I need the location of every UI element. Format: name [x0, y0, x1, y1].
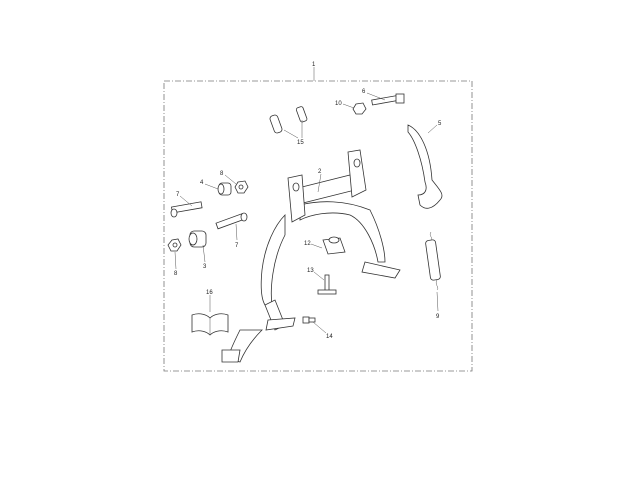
bushing-part	[217, 182, 232, 196]
callout-label-13: 13	[307, 268, 314, 274]
callout-label-2: 2	[318, 169, 322, 175]
pin-part	[269, 106, 308, 134]
spring-part	[425, 231, 441, 291]
callout-label-1: 1	[312, 62, 316, 68]
main-stand-part	[221, 149, 401, 363]
bracket-part	[407, 124, 443, 209]
callout-label-8: 8	[220, 171, 224, 177]
bolt-part	[215, 212, 248, 230]
callout-label-8b: 8	[174, 271, 178, 277]
pivot-pin-part	[317, 274, 337, 295]
callout-label-15: 15	[297, 140, 304, 146]
callout-label-6: 6	[362, 89, 366, 95]
nut-part	[167, 238, 182, 252]
callout-label-7: 7	[176, 192, 180, 198]
callout-label-9: 9	[436, 314, 440, 320]
bolt-part	[371, 93, 405, 106]
callout-label-12: 12	[304, 241, 311, 247]
callout-label-5: 5	[438, 121, 442, 127]
callout-label-16: 16	[206, 290, 213, 296]
nut-part	[352, 102, 367, 115]
clip-part	[302, 316, 316, 324]
rubber-buffer-part	[322, 236, 346, 255]
callout-label-3: 3	[203, 264, 207, 270]
callout-label-7b: 7	[235, 243, 239, 249]
leader-lines	[174, 92, 439, 334]
callout-label-10: 10	[335, 101, 342, 107]
bushing-part	[188, 230, 207, 248]
nut-part	[234, 180, 249, 194]
bolt-part	[170, 201, 203, 218]
manual-book-icon	[191, 313, 229, 336]
assembly-frame	[163, 80, 473, 372]
callout-label-4: 4	[200, 180, 204, 186]
callout-label-14: 14	[326, 334, 333, 340]
